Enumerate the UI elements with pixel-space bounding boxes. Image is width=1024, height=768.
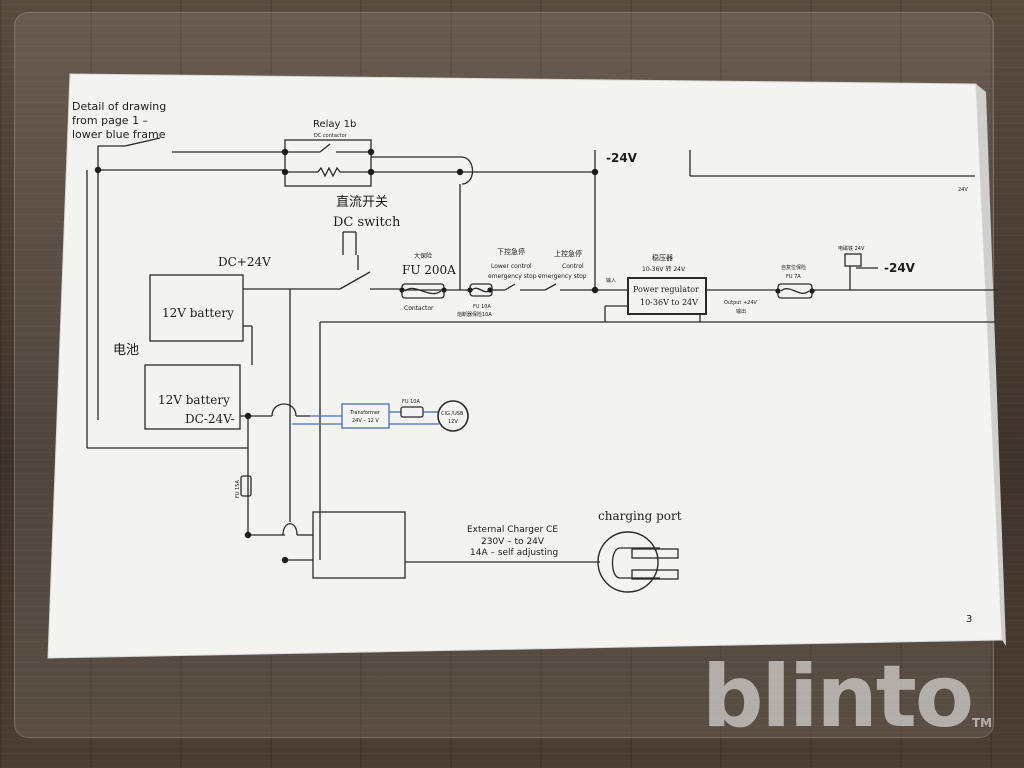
- transformer-label-2: 24V – 12 V: [352, 418, 379, 424]
- regulator-cn-label-2: 10-36V 转 24V: [642, 265, 686, 273]
- regulator-label-1: Power regulator: [633, 285, 699, 294]
- charger-label-1: External Charger CE: [467, 525, 558, 535]
- fu10a-small-label: FU 10A: [402, 399, 420, 405]
- lower-stop-cn-label: 下控急停: [497, 247, 525, 256]
- relay-label: Relay 1b: [313, 119, 356, 130]
- fu7a-cn-label: 自复位保险: [781, 264, 806, 271]
- charger-label-2: 230V – to 24V: [481, 537, 545, 547]
- dc24-label: DC+24V: [218, 255, 271, 269]
- battery-cn-label: 电池: [113, 343, 139, 358]
- contactor-label: Contactor: [404, 305, 434, 312]
- page-number: 3: [966, 614, 972, 625]
- cig-usb-label-2: 12V: [448, 419, 458, 425]
- fu200-label: FU 200A: [402, 263, 456, 277]
- paper-shadow-edge: [976, 84, 1006, 646]
- fu200-cn-label: 大保险: [414, 252, 432, 260]
- watermark-trademark: TM: [971, 716, 993, 730]
- upper-stop-label-2: emergency stop: [538, 273, 587, 280]
- blinto-watermark: blintoTM: [702, 642, 1002, 752]
- fu10-top-label: FU 10A: [473, 304, 491, 310]
- watermark-text: blinto: [702, 647, 974, 747]
- transformer-label-1: Transformer: [349, 410, 381, 416]
- input-cn-label: 输入: [606, 277, 616, 284]
- note-line-2: from page 1 –: [72, 114, 148, 127]
- battery-2-label: 12V battery: [158, 393, 230, 407]
- output-label: Output +24V: [724, 300, 758, 306]
- dc-switch-label: DC switch: [333, 215, 401, 230]
- upper-stop-label-1: Control: [562, 263, 584, 270]
- lower-stop-label-1: Lower control: [491, 263, 532, 270]
- electromagnet-label: 电磁铁 24V: [838, 245, 865, 252]
- charger-label-3: 14A – self adjusting: [470, 548, 558, 558]
- cig-usb-label-1: CIG./USB: [441, 411, 464, 417]
- small-right-label: 24V: [958, 187, 968, 193]
- note-line-1: Detail of drawing: [72, 100, 166, 113]
- minus24-right-label: -24V: [884, 261, 916, 275]
- dc-minus-label: DC-24V-: [185, 412, 235, 426]
- fu10-cn-label: 熔断器保险10A: [457, 311, 492, 318]
- regulator-cn-label: 稳压器: [652, 253, 673, 262]
- dc-switch-cn-label: 直流开关: [336, 195, 388, 210]
- battery-1-label: 12V battery: [162, 306, 234, 320]
- upper-stop-cn-label: 上控急停: [554, 249, 582, 258]
- fu-vertical-label: FU 15A: [235, 480, 241, 498]
- output-cn-label: 输出: [736, 308, 746, 315]
- lower-stop-label-2: emergency stop: [488, 273, 537, 280]
- relay-sublabel: DC contactor: [314, 133, 348, 139]
- note-line-3: lower blue frame: [72, 128, 166, 141]
- fu7a-label: FU 7A: [786, 274, 801, 280]
- minus24-top-label: -24V: [606, 151, 638, 165]
- regulator-label-2: 10-36V to 24V: [640, 298, 698, 307]
- paper-sheet: [47, 73, 1003, 659]
- charging-port-label: charging port: [598, 509, 682, 523]
- junction-dots: [94, 148, 815, 564]
